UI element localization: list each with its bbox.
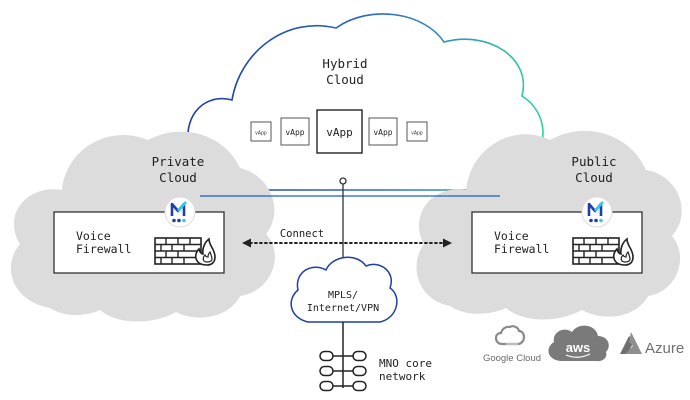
private-cloud-title-line1: Private xyxy=(152,154,205,169)
aws-label: aws xyxy=(566,340,591,355)
google-cloud-label: Google Cloud xyxy=(483,353,541,364)
vapp-label: vApp xyxy=(255,131,267,137)
vapp-box-left-small: vApp xyxy=(250,121,272,142)
vapp-box-right-small: vApp xyxy=(406,121,428,142)
mpls-cloud-outline xyxy=(290,256,398,323)
mno-label-line1: MNO core xyxy=(379,357,432,370)
voice-firewall-label-line1: Voice xyxy=(76,229,111,243)
brand-logo-badge-right xyxy=(581,196,613,228)
vapp-box-left-medium: vApp xyxy=(280,117,310,146)
google-cloud-logo: Google Cloud xyxy=(483,325,541,364)
vapp-label: vApp xyxy=(411,131,423,137)
voice-firewall-label-line1: Voice xyxy=(494,229,529,243)
vapp-label: vApp xyxy=(373,128,392,137)
hybrid-cloud-title-line1: Hybrid xyxy=(322,56,367,71)
vapp-label: vApp xyxy=(285,128,304,137)
azure-label: Azure xyxy=(645,340,684,357)
voice-firewall-label-line2: Firewall xyxy=(494,242,549,256)
connect-label: Connect xyxy=(280,228,324,240)
vapp-label: vApp xyxy=(326,126,353,139)
voice-firewall-label-line2: Firewall xyxy=(76,242,131,256)
vapp-box-right-medium: vApp xyxy=(368,117,398,146)
vapp-box-main: vApp xyxy=(316,109,363,154)
private-cloud-title-line2: Cloud xyxy=(159,170,197,185)
azure-logo: Azure xyxy=(620,332,684,357)
voice-firewall-card-right: Voice Firewall xyxy=(471,211,643,274)
public-cloud-title-line1: Public xyxy=(571,154,616,169)
public-cloud-title-line2: Cloud xyxy=(575,170,613,185)
brand-logo-badge-left xyxy=(164,196,196,228)
mno-network-icon xyxy=(319,350,367,392)
mpls-label-line2: Internet/VPN xyxy=(307,303,379,314)
connect-arrow-head-right xyxy=(443,238,452,248)
connector-node xyxy=(339,177,347,185)
connect-arrow-head-left xyxy=(242,238,251,248)
firewall-icon xyxy=(154,237,216,266)
aws-logo: aws xyxy=(548,325,609,362)
hybrid-cloud-title-line2: Cloud xyxy=(326,72,364,87)
firewall-icon xyxy=(572,237,634,266)
voice-firewall-card-left: Voice Firewall xyxy=(53,211,225,274)
mpls-label-line1: MPLS/ xyxy=(328,290,358,301)
mno-label-line2: network xyxy=(379,370,426,383)
